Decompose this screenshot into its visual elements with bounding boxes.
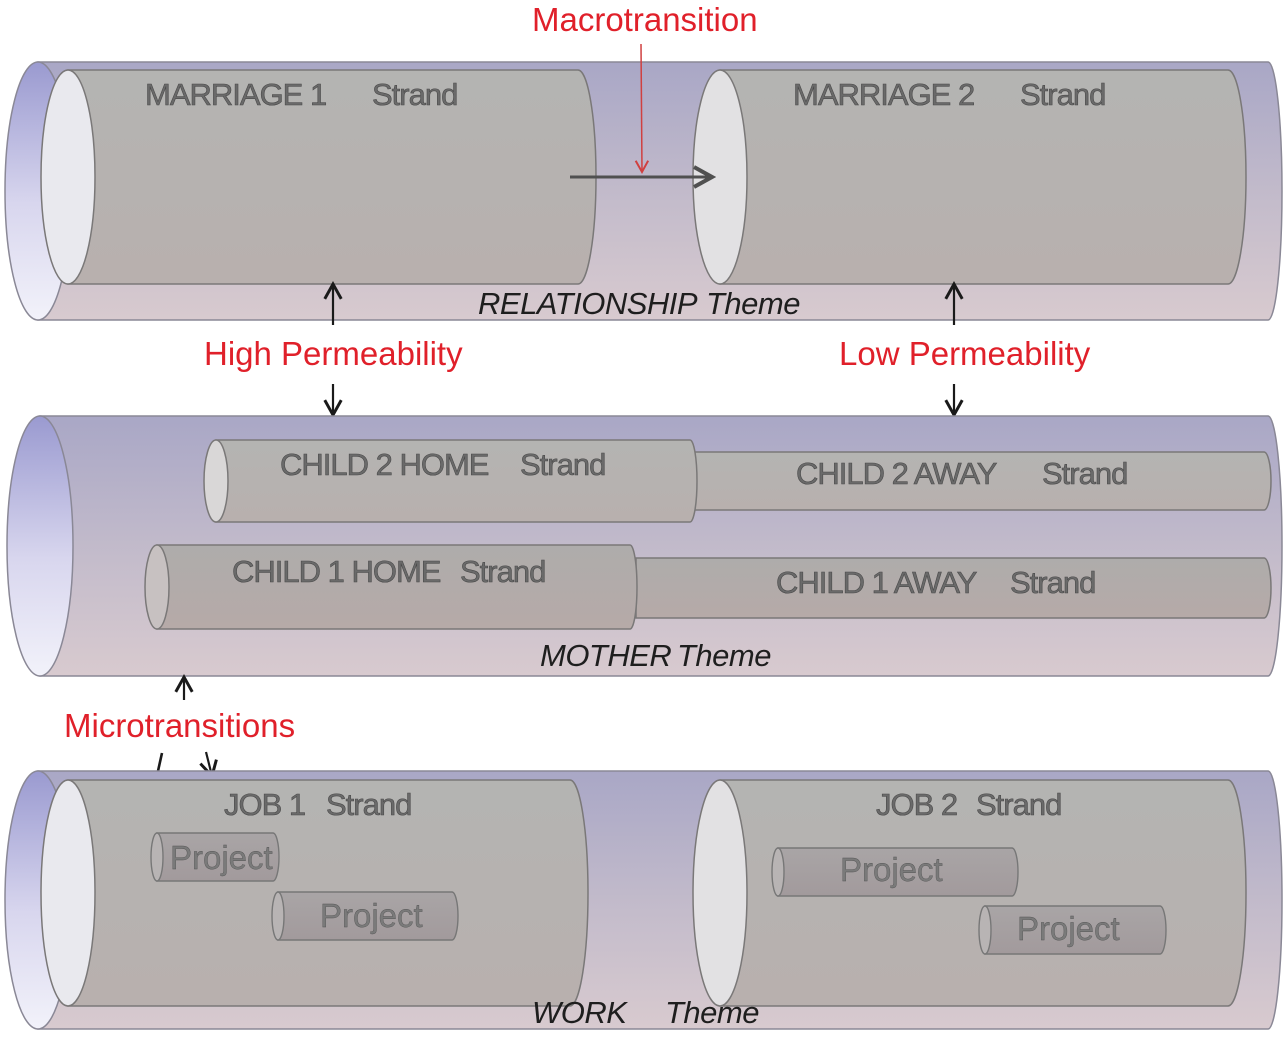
marriage-2-strand: MARRIAGE 2 Strand [692, 69, 1247, 285]
child-2-away-label: CHILD 2 AWAY [796, 456, 997, 491]
mother-theme-name: MOTHER [540, 638, 671, 673]
child-1-away-strand-word: Strand [1010, 565, 1095, 600]
relationship-theme-name: RELATIONSHIP [478, 286, 698, 321]
child-1-away-label: CHILD 1 AWAY [776, 565, 977, 600]
job-2-strand-word: Strand [976, 787, 1061, 822]
job-2-project-2: Project [978, 905, 1167, 955]
microtransitions-label: Microtransitions [64, 707, 295, 744]
marriage-1-strand-word: Strand [372, 77, 457, 112]
child-1-home-label: CHILD 1 HOME [232, 554, 441, 589]
marriage-2-strand-word: Strand [1020, 77, 1105, 112]
project-label: Project [320, 897, 423, 934]
high-permeability-label: High Permeability [204, 335, 463, 372]
child-1-home-strand: CHILD 1 HOME Strand [144, 544, 638, 630]
job-1-label: JOB 1 [224, 787, 305, 822]
child-2-home-label: CHILD 2 HOME [280, 447, 489, 482]
child-2-home-strand-word: Strand [520, 447, 605, 482]
project-label: Project [170, 839, 273, 876]
job-1-strand: JOB 1 Strand Project Project [40, 779, 589, 1007]
macrotransition-pointer [634, 43, 650, 175]
mother-theme-word: Theme [677, 638, 771, 673]
job-2-project-1: Project [771, 847, 1019, 897]
work-theme-tube: JOB 1 Strand Project Project JOB 2 Stran… [4, 770, 1283, 1030]
marriage-1-label: MARRIAGE 1 [145, 77, 326, 112]
marriage-1-strand: MARRIAGE 1 Strand [40, 69, 597, 285]
marriage-2-label: MARRIAGE 2 [793, 77, 974, 112]
relationship-theme-tube: MARRIAGE 1 Strand MARRIAGE 2 Strand RELA… [4, 61, 1283, 321]
project-label: Project [1017, 910, 1120, 947]
work-theme-word: Theme [665, 995, 759, 1030]
low-permeability-label: Low Permeability [839, 335, 1091, 372]
job-1-project-1: Project [150, 832, 280, 882]
job-2-label: JOB 2 [876, 787, 957, 822]
job-1-project-2: Project [271, 891, 459, 941]
child-2-away-strand-word: Strand [1042, 456, 1127, 491]
child-1-away-strand: CHILD 1 AWAY Strand [635, 557, 1272, 619]
child-2-away-strand: CHILD 2 AWAY Strand [693, 451, 1272, 511]
relationship-theme-word: Theme [706, 286, 800, 321]
child-2-home-strand: CHILD 2 HOME Strand [203, 439, 698, 523]
work-theme-name: WORK [532, 995, 628, 1030]
child-1-home-strand-word: Strand [460, 554, 545, 589]
job-2-strand: JOB 2 Strand Project Project [692, 779, 1247, 1007]
project-label: Project [840, 851, 943, 888]
mother-theme-tube: CHILD 2 AWAY Strand CHILD 2 HOME Strand … [6, 415, 1283, 677]
job-1-strand-word: Strand [326, 787, 411, 822]
macrotransition-label: Macrotransition [532, 1, 758, 38]
